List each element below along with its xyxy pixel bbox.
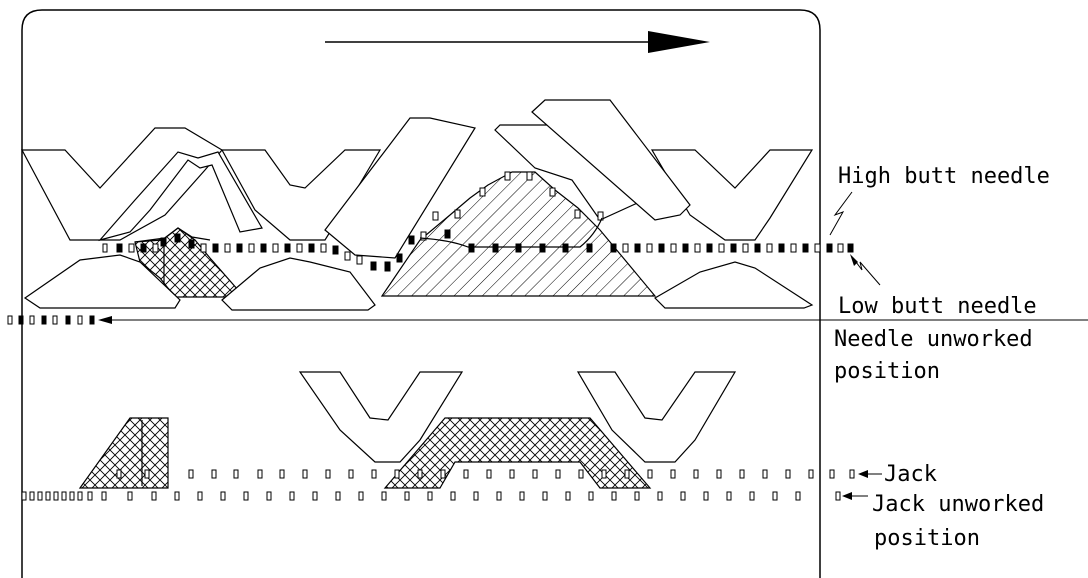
low-butt-leader — [852, 257, 881, 286]
lower-cam-mid — [221, 257, 376, 311]
lower-needle-cams — [23, 254, 814, 311]
upper-v-cam-mid — [220, 149, 382, 241]
label-high-butt-needle: High butt needle — [838, 164, 1050, 189]
high-butt-leader — [829, 191, 853, 236]
direction-arrow — [325, 31, 710, 53]
jack-cross-cam-left — [78, 417, 169, 489]
label-jack-unworked-line2: position — [874, 526, 980, 551]
jack-v-cam-right — [576, 371, 737, 463]
label-low-butt-needle: Low butt needle — [838, 294, 1037, 319]
needle-path-curve-left — [134, 227, 211, 243]
needle-path-curve — [419, 217, 603, 248]
upper-raise-cam-1 — [324, 117, 476, 259]
lower-cam-left — [23, 254, 181, 309]
hatched-raising-cam — [380, 171, 657, 297]
jack-cross-cam-center — [383, 417, 652, 489]
cam-box-frame — [21, 9, 821, 578]
jack-cams — [298, 371, 737, 463]
label-jack: Jack — [884, 462, 937, 487]
jack-track — [116, 469, 855, 479]
upper-v-cam-right — [650, 149, 814, 241]
upper-raise-cam-3 — [531, 99, 691, 221]
needle-unworked-row — [7, 315, 95, 325]
needle-track — [102, 171, 854, 272]
jack-unworked-track — [21, 491, 841, 501]
lower-cam-right — [654, 261, 814, 309]
center-stitch-cam-outer — [98, 151, 263, 242]
label-needle-unworked-line2: position — [834, 359, 940, 384]
upper-needle-cams — [21, 99, 814, 259]
label-needle-unworked-line1: Needle unworked — [834, 327, 1033, 352]
jack-v-cam-left — [298, 371, 464, 463]
label-jack-unworked-line1: Jack unworked — [872, 492, 1045, 517]
